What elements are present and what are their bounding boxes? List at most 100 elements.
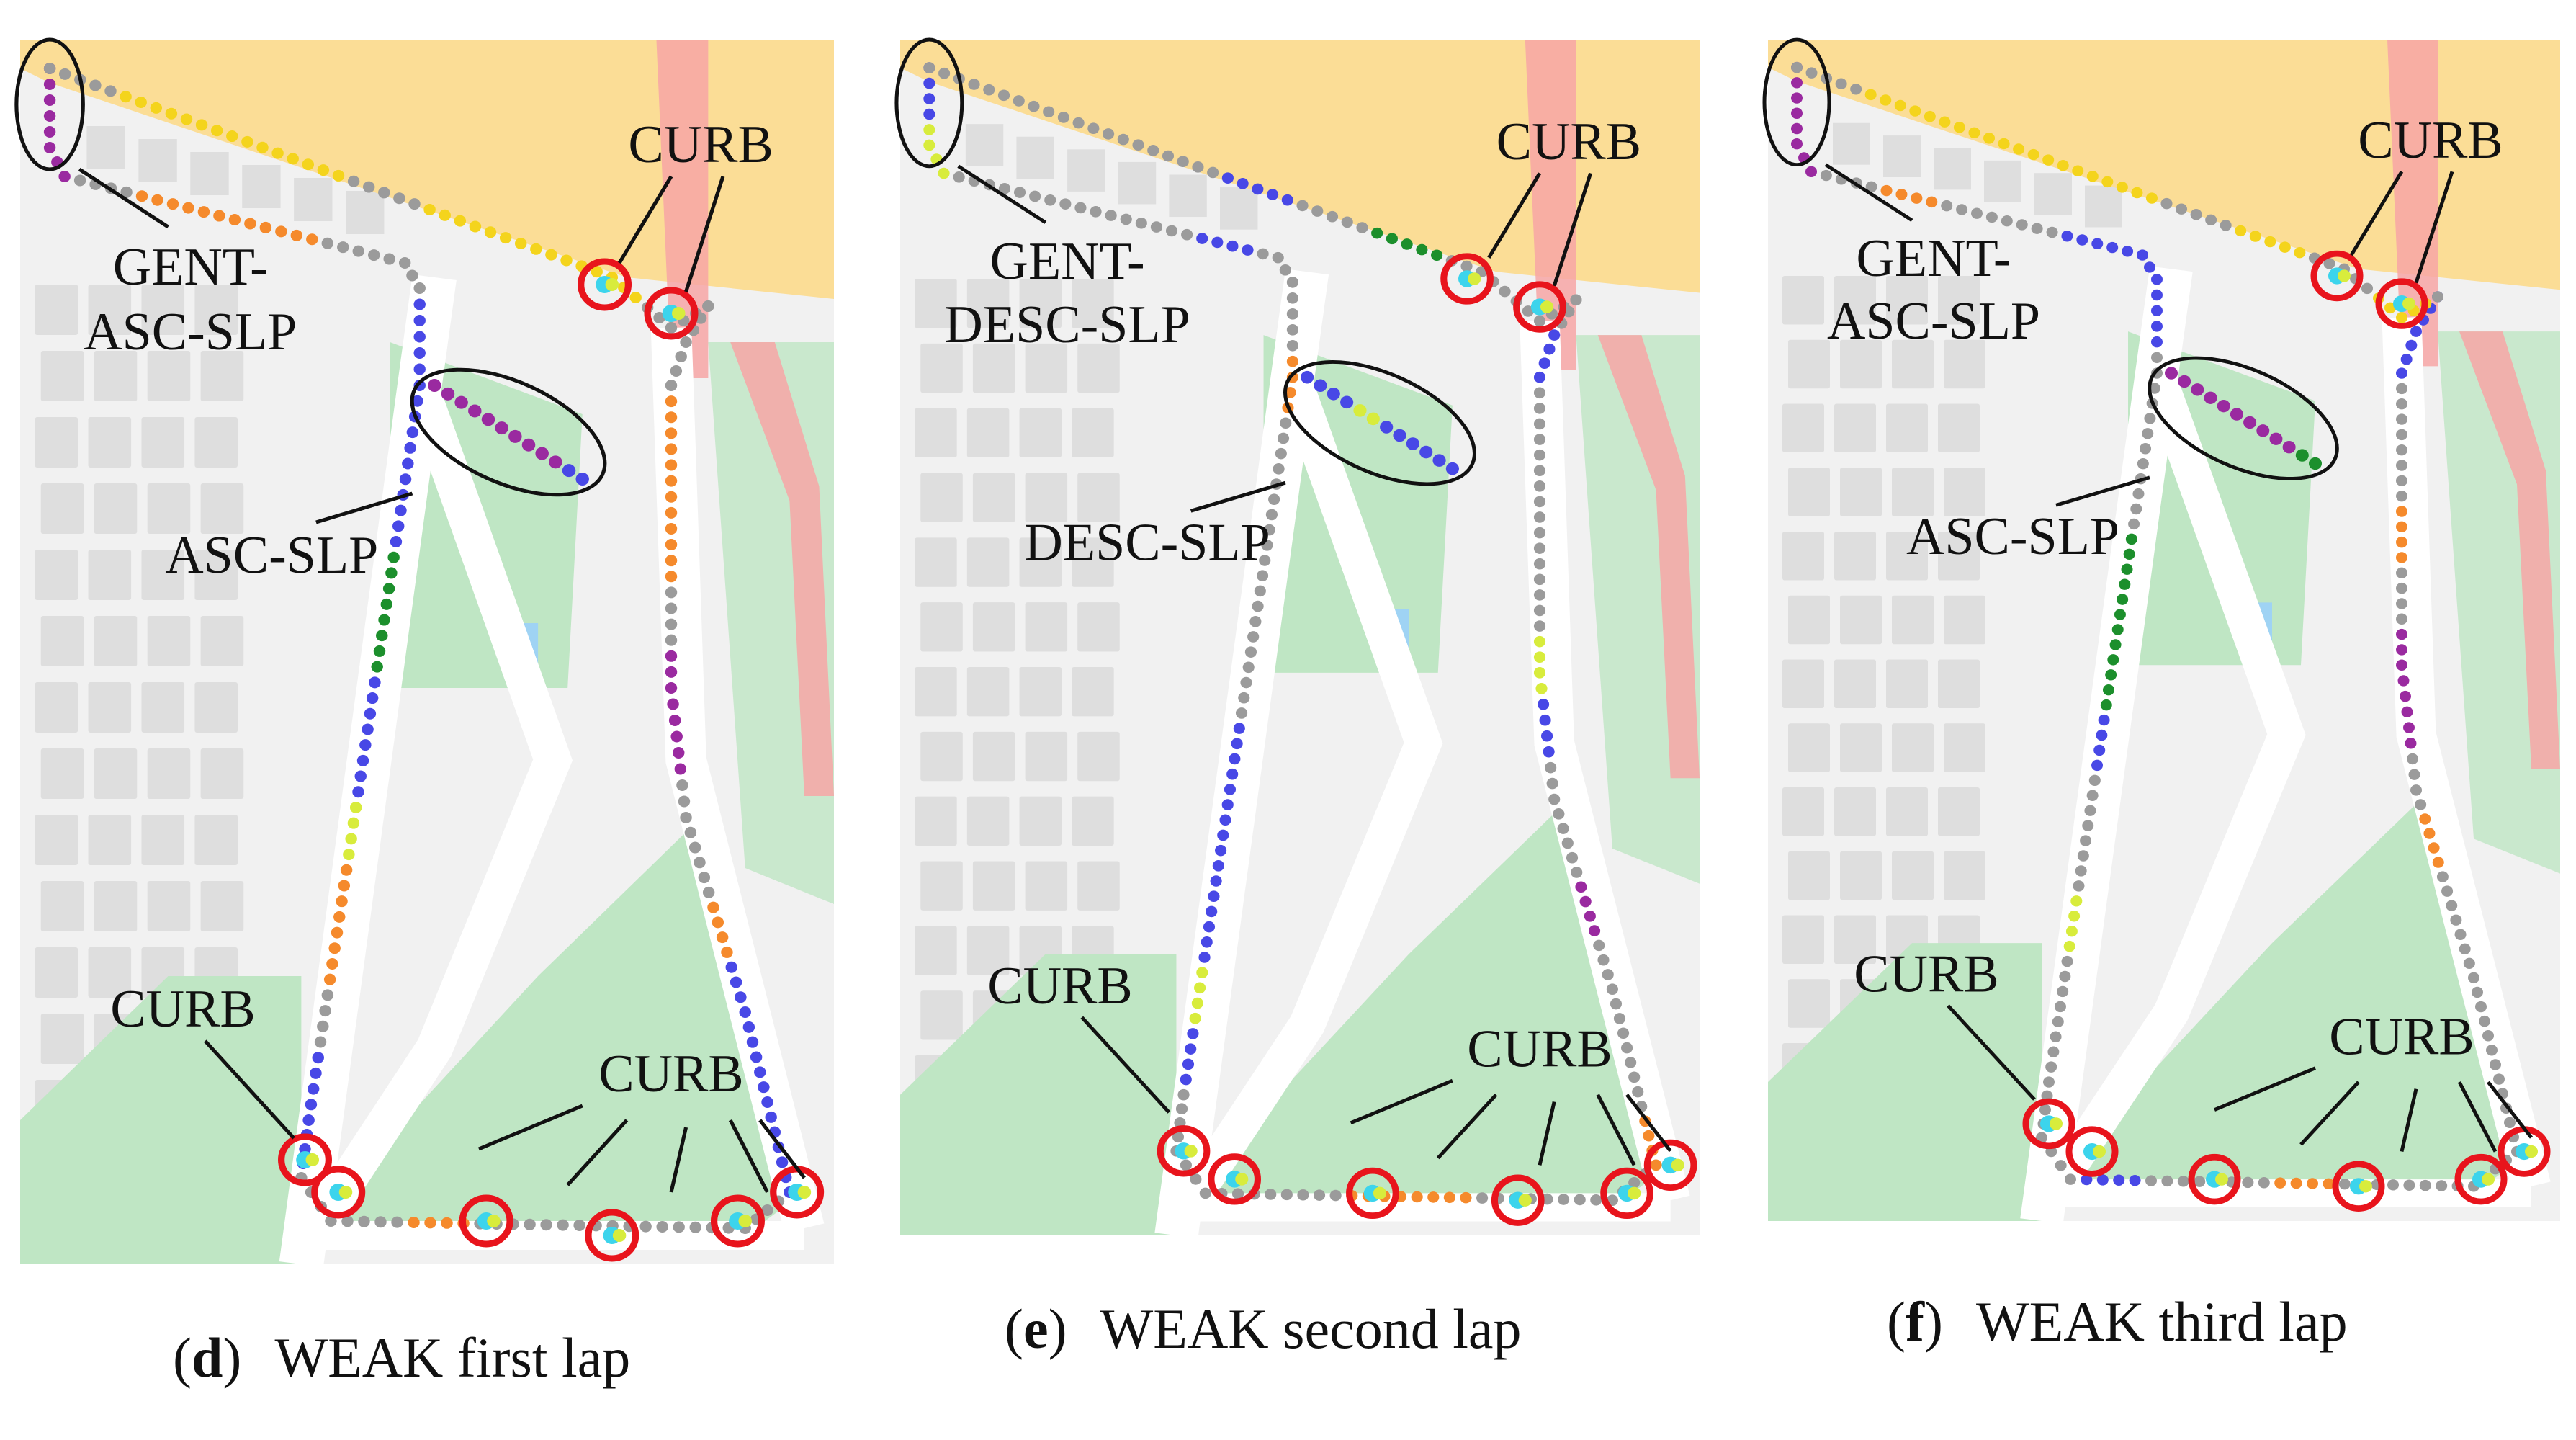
track-point bbox=[1208, 890, 1220, 903]
track-point bbox=[2468, 972, 2479, 984]
track-point bbox=[1835, 78, 1847, 89]
label-curb-bottom: CURB bbox=[1467, 1020, 1612, 1079]
building bbox=[1077, 343, 1120, 393]
track-point bbox=[2142, 428, 2154, 439]
track-point bbox=[1538, 357, 1550, 369]
track-point bbox=[1172, 1131, 1185, 1143]
track-point bbox=[1499, 285, 1511, 298]
label-curb-bottom: CURB bbox=[598, 1045, 744, 1104]
leader-curb-b5 bbox=[758, 1119, 806, 1179]
track-point bbox=[1791, 122, 1803, 135]
track-point bbox=[668, 715, 681, 726]
track-point bbox=[2415, 799, 2427, 810]
map-layer bbox=[1762, 37, 2560, 1224]
caption-text: WEAK third lap bbox=[1962, 1290, 2348, 1353]
track-point bbox=[1968, 127, 1980, 139]
building bbox=[94, 616, 138, 666]
track-point bbox=[2107, 654, 2119, 666]
track-point bbox=[665, 586, 678, 599]
track-point bbox=[1533, 371, 1546, 383]
track-point bbox=[2137, 457, 2149, 470]
track-point bbox=[684, 826, 697, 838]
track-point bbox=[1571, 867, 1583, 878]
track-point bbox=[352, 245, 364, 257]
track-point bbox=[761, 1096, 773, 1108]
curb-highlight-circle bbox=[644, 287, 699, 340]
track-point bbox=[2396, 628, 2407, 640]
track-point bbox=[1181, 228, 1193, 241]
track-point bbox=[1545, 761, 1557, 774]
track-point bbox=[1259, 555, 1271, 566]
track-point bbox=[2361, 282, 2373, 295]
track-point bbox=[1286, 292, 1298, 304]
building bbox=[915, 408, 957, 458]
track-point bbox=[678, 795, 691, 808]
track-point bbox=[2031, 223, 2043, 234]
building bbox=[35, 550, 78, 600]
track-point bbox=[2410, 784, 2422, 796]
track-point bbox=[1028, 100, 1040, 112]
track-point bbox=[1541, 730, 1553, 742]
building bbox=[35, 815, 78, 865]
track-point bbox=[2396, 644, 2407, 656]
curb-highlight-circle bbox=[1157, 1125, 1211, 1177]
building bbox=[1025, 731, 1068, 782]
track-point bbox=[2290, 1177, 2302, 1189]
building bbox=[141, 285, 185, 335]
track-point bbox=[347, 817, 360, 829]
rail-line-2 bbox=[2459, 331, 2560, 769]
building bbox=[1834, 276, 1876, 325]
track-point bbox=[2075, 865, 2087, 877]
track-point bbox=[670, 365, 683, 377]
track-point bbox=[1880, 184, 1893, 197]
track-point bbox=[667, 698, 679, 710]
track-point bbox=[2396, 429, 2407, 441]
track-point bbox=[712, 916, 724, 929]
buildings bbox=[915, 124, 1258, 1170]
track-point bbox=[673, 1221, 685, 1233]
label-slope: ASC-SLP bbox=[165, 526, 378, 585]
track-point bbox=[1198, 952, 1211, 963]
track-point bbox=[362, 723, 374, 735]
building bbox=[200, 748, 244, 799]
building bbox=[1788, 979, 1830, 1028]
track-point bbox=[2482, 1030, 2494, 1042]
track-point bbox=[259, 221, 272, 233]
track-point bbox=[1201, 936, 1213, 948]
track-point bbox=[2396, 598, 2407, 609]
track-point bbox=[2436, 871, 2449, 882]
building bbox=[1169, 174, 1207, 218]
track-point bbox=[1476, 1192, 1489, 1204]
track-point bbox=[2432, 291, 2443, 303]
curb-highlight-circle bbox=[2454, 1153, 2508, 1205]
track-point bbox=[2264, 236, 2276, 248]
park-left bbox=[20, 976, 302, 1264]
building bbox=[915, 537, 957, 587]
track-point bbox=[742, 1021, 755, 1033]
track-point bbox=[2396, 582, 2407, 594]
track-point bbox=[43, 63, 56, 74]
track-point bbox=[1341, 216, 1353, 228]
track-point bbox=[373, 645, 386, 657]
track-point bbox=[495, 421, 508, 435]
track-point bbox=[688, 841, 701, 854]
building bbox=[1938, 276, 1980, 325]
leader-lines bbox=[78, 167, 806, 1194]
track-point bbox=[1850, 84, 1862, 95]
track-point bbox=[2408, 769, 2420, 780]
leader-slope bbox=[1190, 480, 1286, 513]
track-point bbox=[374, 1216, 387, 1228]
track-point bbox=[1238, 692, 1250, 704]
track-point bbox=[2190, 209, 2202, 220]
track-point bbox=[2475, 1001, 2487, 1013]
track-point bbox=[1189, 1012, 1201, 1024]
track-point bbox=[2307, 1178, 2318, 1189]
building bbox=[1892, 339, 1934, 389]
track-point bbox=[1194, 982, 1206, 994]
track-point bbox=[1791, 92, 1803, 104]
building bbox=[972, 602, 1015, 652]
track-point bbox=[2432, 857, 2444, 868]
track-point bbox=[1924, 110, 1936, 122]
track-point bbox=[1597, 954, 1610, 966]
building bbox=[1840, 723, 1882, 772]
